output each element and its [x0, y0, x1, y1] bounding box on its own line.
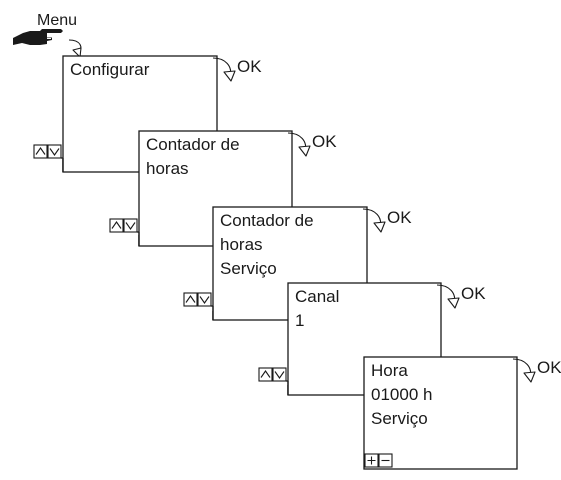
up-arrow-key-icon[interactable]	[33, 144, 48, 159]
screen-text-line: Hora	[371, 361, 408, 380]
ok-confirm-arrow: OK	[362, 208, 412, 233]
navigation-keys	[183, 292, 213, 307]
menu-label: Menu	[37, 12, 77, 29]
screen-text-line: Canal	[295, 287, 339, 306]
screen-text-line: Serviço	[371, 409, 428, 428]
navigation-keys	[258, 367, 288, 382]
navigation-keys	[33, 144, 63, 159]
plus-key-icon[interactable]	[364, 453, 379, 468]
ok-label: OK	[237, 57, 262, 76]
down-arrow-key-icon[interactable]	[272, 367, 287, 382]
up-arrow-key-icon[interactable]	[258, 367, 273, 382]
screen-text-line: 1	[295, 311, 304, 330]
menu-press-arrow-icon	[68, 39, 82, 58]
value-keys	[364, 453, 393, 468]
ok-label: OK	[387, 208, 412, 227]
navigation-keys	[109, 218, 139, 233]
ok-confirm-arrow: OK	[436, 284, 486, 309]
ok-confirm-arrow: OK	[212, 57, 262, 82]
up-arrow-key-icon[interactable]	[109, 218, 124, 233]
screen-text-line: Contador de	[146, 135, 240, 154]
pointing-hand-icon	[13, 29, 63, 45]
ok-label: OK	[461, 284, 486, 303]
screen-text-line: horas	[146, 159, 189, 178]
minus-key-icon[interactable]	[378, 453, 393, 468]
ok-confirm-arrow: OK	[512, 358, 561, 383]
ok-label: OK	[312, 132, 337, 151]
up-arrow-key-icon[interactable]	[183, 292, 198, 307]
screen-frame	[363, 356, 518, 470]
down-arrow-key-icon[interactable]	[123, 218, 138, 233]
screen-text-line: Contador de	[220, 211, 314, 230]
down-arrow-key-icon[interactable]	[197, 292, 212, 307]
ok-label: OK	[537, 358, 561, 377]
ok-confirm-arrow: OK	[287, 132, 337, 157]
screen-text-line: horas	[220, 235, 263, 254]
down-arrow-key-icon[interactable]	[47, 144, 62, 159]
screen-text-line: Serviço	[220, 259, 277, 278]
screen-text-line: 01000 h	[371, 385, 432, 404]
screen-text-line: Configurar	[70, 60, 150, 79]
screen-hora: Hora 01000 h Serviço OK	[363, 356, 561, 470]
